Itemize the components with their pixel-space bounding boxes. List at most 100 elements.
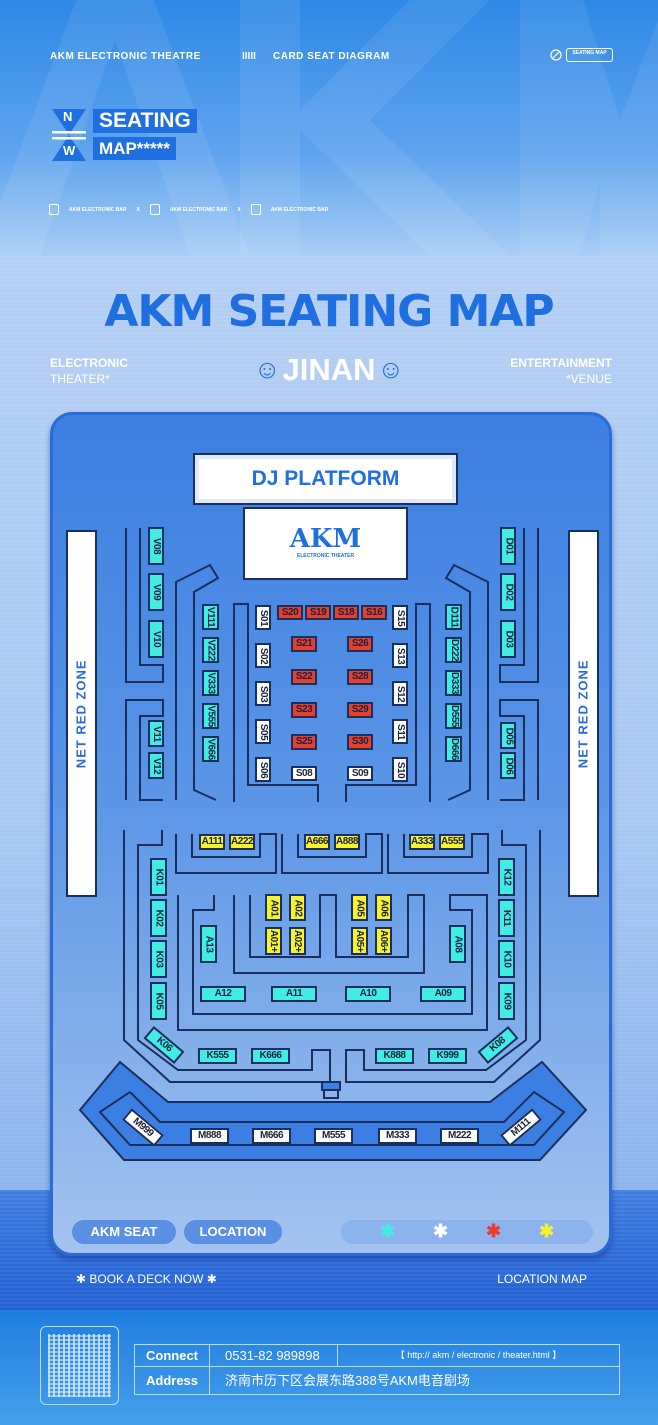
seat-m222[interactable]: M222	[440, 1128, 479, 1144]
seat-d02[interactable]: D02	[500, 573, 516, 611]
seat-a10[interactable]: A10	[345, 986, 391, 1002]
seating-map-badge[interactable]: SEATING MAP	[566, 48, 613, 62]
seat-a01[interactable]: A01	[265, 894, 282, 921]
net-red-zone-right: NET RED ZONE	[568, 530, 599, 897]
seat-s21[interactable]: S21	[291, 636, 317, 652]
seat-k10[interactable]: K10	[498, 940, 515, 978]
seat-k01[interactable]: K01	[150, 858, 167, 896]
seat-a111[interactable]: A111	[199, 834, 225, 850]
seat-v666[interactable]: V666	[202, 736, 219, 762]
qr-code[interactable]	[40, 1326, 119, 1405]
seat-s26[interactable]: S26	[347, 636, 373, 652]
seat-label: A13	[203, 935, 215, 953]
seat-k09[interactable]: K09	[498, 982, 515, 1020]
seat-m666[interactable]: M666	[252, 1128, 291, 1144]
seat-s22[interactable]: S22	[291, 669, 317, 685]
seat-s10[interactable]: S10	[392, 757, 408, 782]
seat-label: K10	[501, 950, 513, 968]
seat-v333[interactable]: V333	[202, 670, 219, 696]
seat-k03[interactable]: K03	[150, 940, 167, 978]
seat-d333[interactable]: D333	[445, 670, 462, 696]
seat-a13[interactable]: A13	[200, 925, 217, 963]
seat-k888[interactable]: K888	[375, 1048, 414, 1064]
seat-k12[interactable]: K12	[498, 858, 515, 896]
seat-v09[interactable]: V09	[148, 573, 164, 611]
seat-a09[interactable]: A09	[420, 986, 466, 1002]
seat-v111[interactable]: V111	[202, 604, 219, 630]
seat-s01[interactable]: S01	[255, 605, 271, 630]
location-button[interactable]: LOCATION	[184, 1220, 282, 1244]
seat-d03[interactable]: D03	[500, 620, 516, 658]
seat-s18[interactable]: S18	[333, 605, 359, 620]
seat-s25[interactable]: S25	[291, 734, 317, 750]
seat-s13[interactable]: S13	[392, 643, 408, 668]
seat-d111[interactable]: D111	[445, 604, 462, 630]
seat-s16[interactable]: S16	[361, 605, 387, 620]
seat-m888[interactable]: M888	[190, 1128, 229, 1144]
seat-s15[interactable]: S15	[392, 605, 408, 630]
seat-s03[interactable]: S03	[255, 681, 271, 706]
wechat-icon[interactable]	[49, 204, 59, 215]
seat-s30[interactable]: S30	[347, 734, 373, 750]
akm-seat-button[interactable]: AKM SEAT	[72, 1220, 176, 1244]
instagram-icon[interactable]	[149, 204, 160, 215]
seat-label: V09	[151, 583, 163, 601]
location-map-link[interactable]: LOCATION MAP	[497, 1272, 587, 1286]
seat-a666[interactable]: A666	[304, 834, 330, 850]
seat-a333[interactable]: A333	[409, 834, 435, 850]
pinterest-icon[interactable]	[250, 204, 261, 215]
seat-v222[interactable]: V222	[202, 637, 219, 663]
seat-v12[interactable]: V12	[148, 752, 164, 779]
seat-a888[interactable]: A888	[334, 834, 360, 850]
seat-s08[interactable]: S08	[291, 766, 317, 781]
seat-d666[interactable]: D666	[445, 736, 462, 762]
seat-a05[interactable]: A05	[351, 894, 368, 921]
seat-d555[interactable]: D555	[445, 703, 462, 729]
seat-s05[interactable]: S05	[255, 719, 271, 744]
seat-a555[interactable]: A555	[439, 834, 465, 850]
seat-label: M222	[447, 1130, 472, 1141]
seat-a222[interactable]: A222	[229, 834, 255, 850]
seat-a12[interactable]: A12	[200, 986, 246, 1002]
seat-a06[interactable]: A06	[375, 894, 392, 921]
seat-a05-plus[interactable]: A05+	[351, 927, 368, 955]
seat-label: A333	[411, 836, 433, 847]
seat-m555[interactable]: M555	[314, 1128, 353, 1144]
seat-a08[interactable]: A08	[449, 925, 466, 963]
seat-k05[interactable]: K05	[150, 982, 167, 1020]
new-letter-w: W	[63, 143, 76, 158]
website-link[interactable]: 【 http:// akm / electronic / theater.htm…	[337, 1344, 620, 1367]
seat-d222[interactable]: D222	[445, 637, 462, 663]
book-deck-link[interactable]: ✱ BOOK A DECK NOW ✱	[76, 1272, 217, 1286]
seat-a06-plus[interactable]: A06+	[375, 927, 392, 955]
seat-a02[interactable]: A02	[289, 894, 306, 921]
seat-v11[interactable]: V11	[148, 720, 164, 747]
seat-k02[interactable]: K02	[150, 899, 167, 937]
seat-v08[interactable]: V08	[148, 527, 164, 565]
seat-a01-plus[interactable]: A01+	[265, 927, 282, 955]
seat-s23[interactable]: S23	[291, 702, 317, 718]
seat-s19[interactable]: S19	[305, 605, 331, 620]
seat-k999[interactable]: K999	[428, 1048, 467, 1064]
seat-d01[interactable]: D01	[500, 527, 516, 565]
seat-v10[interactable]: V10	[148, 620, 164, 658]
seat-d05[interactable]: D05	[500, 722, 516, 749]
seat-s12[interactable]: S12	[392, 681, 408, 706]
seat-a02-plus[interactable]: A02+	[289, 927, 306, 955]
seat-d06[interactable]: D06	[500, 752, 516, 779]
seat-s29[interactable]: S29	[347, 702, 373, 718]
seat-s09[interactable]: S09	[347, 766, 373, 781]
seat-k11[interactable]: K11	[498, 899, 515, 937]
seat-s28[interactable]: S28	[347, 669, 373, 685]
seat-s02[interactable]: S02	[255, 643, 271, 668]
seat-k666[interactable]: K666	[251, 1048, 290, 1064]
seat-s20[interactable]: S20	[277, 605, 303, 620]
header-left: AKM ELECTRONIC THEATRE	[50, 51, 201, 62]
seat-label: D03	[503, 630, 515, 648]
seat-s11[interactable]: S11	[392, 719, 408, 744]
seat-k555[interactable]: K555	[198, 1048, 237, 1064]
seat-m333[interactable]: M333	[378, 1128, 417, 1144]
seat-a11[interactable]: A11	[271, 986, 317, 1002]
seat-v555[interactable]: V555	[202, 703, 219, 729]
seat-s06[interactable]: S06	[255, 757, 271, 782]
